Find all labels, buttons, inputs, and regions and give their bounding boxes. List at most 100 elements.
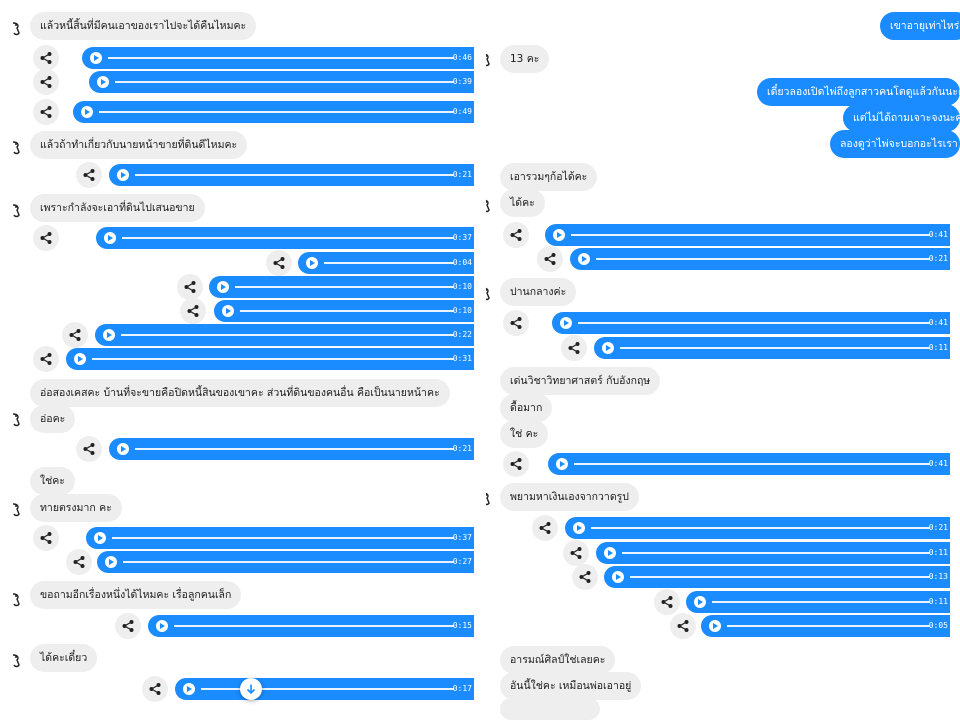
share-button[interactable] [33, 45, 59, 71]
avatar-icon[interactable] [10, 502, 26, 518]
voice-message[interactable]: 0:11 [596, 542, 950, 564]
avatar-icon[interactable] [486, 491, 496, 507]
voice-duration: 0:41 [928, 230, 948, 239]
play-icon[interactable] [553, 229, 565, 241]
share-button[interactable] [180, 298, 206, 324]
voice-message[interactable]: 0:27 [97, 551, 474, 573]
play-icon[interactable] [103, 329, 115, 341]
avatar-icon[interactable] [10, 653, 26, 669]
voice-message[interactable]: 0:21 [565, 517, 950, 539]
message-bubble: ได้คะเดี๋ยว [30, 644, 98, 672]
share-button[interactable] [33, 69, 59, 95]
play-icon[interactable] [556, 458, 568, 470]
chat-panel-left[interactable]: แล้วหนี้สิ้นที่มีคนเอาของเราไปจะได้คืนไห… [0, 0, 474, 720]
voice-message[interactable]: 0:10 [209, 276, 474, 298]
voice-message[interactable]: 0:21 [109, 438, 474, 460]
voice-message[interactable]: 0:04 [298, 252, 474, 274]
avatar-icon[interactable] [10, 203, 26, 219]
voice-message[interactable]: 0:17 [175, 678, 474, 700]
share-button[interactable] [654, 589, 680, 615]
play-icon[interactable] [117, 169, 129, 181]
play-icon[interactable] [74, 353, 86, 365]
share-button[interactable] [572, 564, 598, 590]
share-button[interactable] [503, 310, 529, 336]
share-button[interactable] [76, 162, 102, 188]
share-button[interactable] [503, 451, 529, 477]
voice-message[interactable]: 0:37 [86, 527, 474, 549]
message-bubble: เอารวมๆก้อได้คะ [500, 163, 598, 191]
avatar-icon[interactable] [486, 52, 496, 68]
voice-message[interactable]: 0:41 [552, 312, 950, 334]
play-icon[interactable] [604, 547, 616, 559]
audio-progress-track [135, 448, 454, 450]
share-button[interactable] [115, 613, 141, 639]
share-button[interactable] [537, 246, 563, 272]
share-button[interactable] [66, 549, 92, 575]
avatar-icon[interactable] [10, 21, 26, 37]
play-icon[interactable] [306, 257, 318, 269]
share-button[interactable] [33, 346, 59, 372]
play-icon[interactable] [612, 571, 624, 583]
play-icon[interactable] [90, 52, 102, 64]
play-icon[interactable] [183, 683, 195, 695]
audio-progress-track [712, 601, 930, 603]
voice-message[interactable]: 0:11 [594, 337, 950, 359]
avatar-icon[interactable] [10, 140, 26, 156]
share-button[interactable] [532, 515, 558, 541]
share-button[interactable] [561, 335, 587, 361]
share-button[interactable] [33, 525, 59, 551]
scroll-to-bottom-button[interactable] [240, 678, 262, 700]
play-icon[interactable] [94, 532, 106, 544]
audio-progress-track [99, 111, 454, 113]
message-bubble: ปานกลางค่ะ [500, 278, 577, 306]
share-button[interactable] [503, 222, 529, 248]
play-icon[interactable] [709, 620, 721, 632]
voice-message[interactable]: 0:49 [73, 101, 474, 123]
play-icon[interactable] [81, 106, 93, 118]
play-icon[interactable] [105, 556, 117, 568]
voice-message[interactable]: 0:21 [570, 248, 950, 270]
play-icon[interactable] [573, 522, 585, 534]
voice-message[interactable]: 0:13 [604, 566, 950, 588]
avatar-icon[interactable] [486, 286, 496, 302]
voice-message[interactable]: 0:41 [548, 453, 950, 475]
play-icon[interactable] [560, 317, 572, 329]
voice-message[interactable]: 0:46 [82, 47, 474, 69]
play-icon[interactable] [217, 281, 229, 293]
share-button[interactable] [266, 250, 292, 276]
voice-message[interactable]: 0:39 [89, 71, 474, 93]
play-icon[interactable] [104, 232, 116, 244]
play-icon[interactable] [602, 342, 614, 354]
share-button[interactable] [670, 613, 696, 639]
share-button[interactable] [33, 225, 59, 251]
share-button[interactable] [177, 274, 203, 300]
voice-message[interactable]: 0:15 [148, 615, 474, 637]
share-button[interactable] [563, 540, 589, 566]
arrow-down-icon [246, 684, 256, 695]
share-button[interactable] [33, 99, 59, 125]
audio-progress-track [123, 561, 454, 563]
message-bubble: ใช่คะ [30, 467, 75, 495]
play-icon[interactable] [578, 253, 590, 265]
voice-message[interactable]: 0:21 [109, 164, 474, 186]
share-button[interactable] [142, 676, 168, 702]
avatar-icon[interactable] [10, 592, 26, 608]
avatar-icon[interactable] [486, 198, 496, 214]
share-button[interactable] [76, 436, 102, 462]
play-icon[interactable] [117, 443, 129, 455]
share-button[interactable] [62, 322, 88, 348]
chat-panel-right[interactable]: เขาอายุเท่าไหร่ 13 คะ เดี๋ยวลองเปิดไพ่ถึ… [486, 0, 960, 720]
voice-message[interactable]: 0:05 [701, 615, 950, 637]
voice-message[interactable]: 0:31 [66, 348, 474, 370]
voice-message[interactable]: 0:41 [545, 224, 950, 246]
play-icon[interactable] [156, 620, 168, 632]
avatar-icon[interactable] [10, 412, 26, 428]
voice-duration: 0:11 [928, 597, 948, 606]
voice-message[interactable]: 0:10 [214, 300, 474, 322]
voice-message[interactable]: 0:11 [686, 591, 950, 613]
play-icon[interactable] [97, 76, 109, 88]
voice-message[interactable]: 0:22 [95, 324, 474, 346]
play-icon[interactable] [694, 596, 706, 608]
voice-message[interactable]: 0:37 [96, 227, 474, 249]
play-icon[interactable] [222, 305, 234, 317]
